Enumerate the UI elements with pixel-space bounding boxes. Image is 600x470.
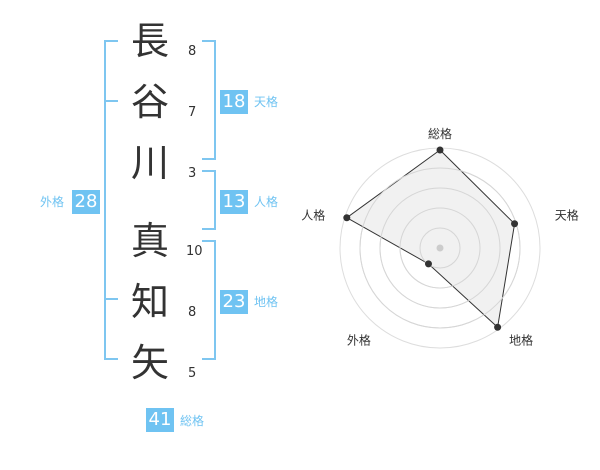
gaikaku-badge: 28 <box>72 190 100 214</box>
radar-center-dot <box>436 244 444 252</box>
radar-axis-label-4: 外格 <box>347 332 371 347</box>
tenkaku-bracket-bottom <box>202 158 216 160</box>
jinkaku-bracket-vertical <box>214 170 216 230</box>
radar-axis-label-3: 地格 <box>509 332 533 347</box>
stroke-count-4: 10 <box>186 244 203 259</box>
gaikaku-bracket-mid1 <box>104 100 118 102</box>
jinkaku-badge: 13 <box>220 190 248 214</box>
gaikaku-bracket-top <box>104 40 118 42</box>
radar-point-5 <box>343 214 351 222</box>
name-char-2: 谷 <box>130 80 169 124</box>
name-char-6: 矢 <box>130 341 169 385</box>
chikaku-bracket-bottom <box>202 358 216 360</box>
jinkaku-bracket-bottom <box>202 228 216 230</box>
name-char-3: 川 <box>130 141 169 185</box>
radar-ring-overlay-2 <box>399 207 481 289</box>
gaikaku-label: 外格 <box>40 195 65 209</box>
stroke-count-6: 5 <box>188 366 197 381</box>
stroke-count-2: 7 <box>188 105 197 120</box>
radar-axis-label-2: 天格 <box>555 208 579 223</box>
radar-ring-overlay-4 <box>359 167 521 329</box>
soukaku-badge: 41 <box>146 408 174 432</box>
gaikaku-bracket-mid2 <box>104 298 118 300</box>
jinkaku-label: 人格 <box>254 195 279 209</box>
radar-point-4 <box>424 260 432 268</box>
jinkaku-bracket-top <box>202 170 216 172</box>
radar-point-1 <box>436 146 444 154</box>
tenkaku-bracket-top <box>202 40 216 42</box>
tenkaku-label: 天格 <box>254 95 279 109</box>
radar-axis-label-5: 人格 <box>301 208 325 223</box>
soukaku-label: 総格 <box>180 414 205 428</box>
radar-point-3 <box>494 323 502 331</box>
name-char-4: 真 <box>130 219 169 263</box>
radar-point-2 <box>511 220 519 228</box>
stroke-count-1: 8 <box>188 44 197 59</box>
radar-ring-overlay-1 <box>419 227 461 269</box>
radar-ring-overlay-3 <box>379 187 501 309</box>
chikaku-badge: 23 <box>220 290 248 314</box>
radar-data-polygon <box>345 149 516 329</box>
gaikaku-bracket-bottom <box>104 358 118 360</box>
gaikaku-bracket-vertical <box>104 40 106 360</box>
radar-axis-label-1: 総格 <box>428 126 452 141</box>
stroke-count-5: 8 <box>188 305 197 320</box>
tenkaku-badge: 18 <box>220 90 248 114</box>
name-char-5: 知 <box>130 280 169 324</box>
stroke-count-3: 3 <box>188 166 197 181</box>
name-char-1: 長 <box>130 19 169 63</box>
chikaku-bracket-vertical <box>214 240 216 360</box>
chikaku-bracket-top <box>202 240 216 242</box>
chikaku-label: 地格 <box>254 295 279 309</box>
tenkaku-bracket-vertical <box>214 40 216 160</box>
